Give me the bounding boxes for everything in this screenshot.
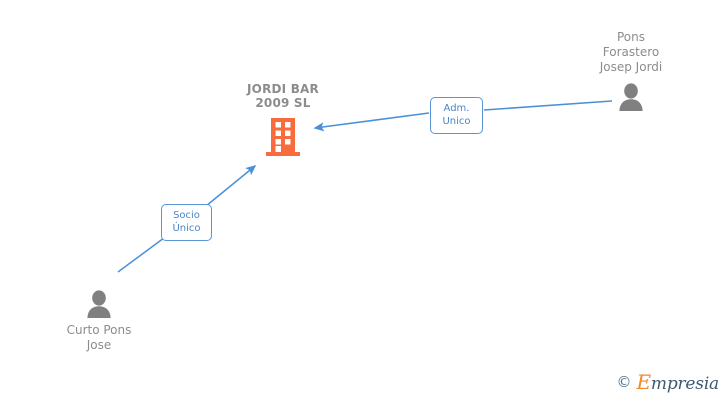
company-node[interactable]: JORDI BAR 2009 SL	[213, 82, 353, 157]
brand-wordmark: Empresia	[637, 372, 720, 393]
edge-label-socio-unico[interactable]: Socio Único	[161, 204, 212, 241]
brand-rest: mpresia	[650, 374, 719, 394]
company-name-label: JORDI BAR 2009 SL	[247, 82, 319, 110]
person-name-label: Pons Forastero Josep Jordi	[599, 30, 663, 74]
person-node-pons-forastero[interactable]: Pons Forastero Josep Jordi	[556, 30, 706, 111]
watermark: © Empresia	[617, 372, 720, 393]
building-icon	[213, 117, 353, 157]
person-icon	[556, 79, 706, 111]
brand-initial: E	[636, 370, 652, 394]
person-icon	[24, 286, 174, 318]
copyright-icon: ©	[616, 373, 632, 391]
person-node-curto-pons[interactable]: Curto Pons Jose	[24, 286, 174, 353]
person-name-label: Curto Pons Jose	[66, 323, 132, 352]
edge-label-adm-unico[interactable]: Adm. Unico	[430, 97, 483, 134]
